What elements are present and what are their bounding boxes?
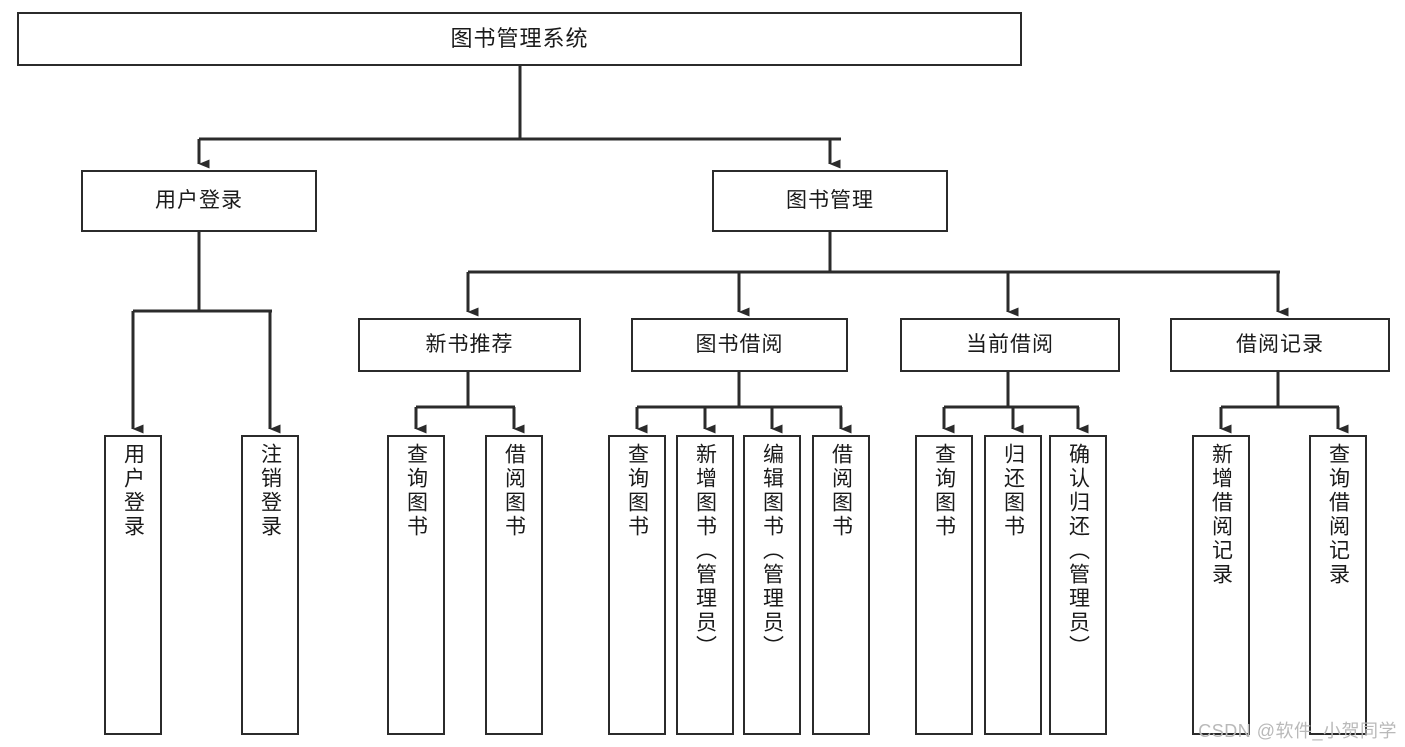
node-leaf-query-record-label: 查询借阅记录 bbox=[1326, 443, 1350, 587]
node-leaf-user-login-label: 用户登录 bbox=[121, 443, 145, 539]
node-leaf-query-book-3-label: 查询图书 bbox=[932, 443, 956, 539]
node-book-borrow[interactable]: 图书借阅 bbox=[631, 318, 848, 372]
node-book-borrow-label: 图书借阅 bbox=[695, 333, 784, 357]
node-leaf-borrow-book-1-label: 借阅图书 bbox=[502, 443, 526, 539]
watermark-text: CSDN @软件_小贺同学 bbox=[1198, 721, 1397, 741]
node-new-book-recommend-label: 新书推荐 bbox=[425, 333, 514, 357]
node-user-login-label: 用户登录 bbox=[155, 189, 243, 213]
node-leaf-add-record-label: 新增借阅记录 bbox=[1209, 443, 1233, 587]
node-book-manage[interactable]: 图书管理 bbox=[712, 170, 948, 232]
node-leaf-user-login[interactable]: 用户登录 bbox=[104, 435, 162, 735]
node-leaf-query-book-1-label: 查询图书 bbox=[404, 443, 428, 539]
node-borrow-record-label: 借阅记录 bbox=[1236, 333, 1324, 357]
node-book-manage-label: 图书管理 bbox=[786, 189, 874, 213]
node-leaf-query-book-1[interactable]: 查询图书 bbox=[387, 435, 445, 735]
node-leaf-query-book-2[interactable]: 查询图书 bbox=[608, 435, 666, 735]
node-leaf-logout[interactable]: 注销登录 bbox=[241, 435, 299, 735]
node-leaf-borrow-book-2-label: 借阅图书 bbox=[829, 443, 853, 539]
node-leaf-query-book-2-label: 查询图书 bbox=[625, 443, 649, 539]
node-leaf-confirm-return-label: 确认归还（管理员） bbox=[1066, 443, 1090, 659]
node-leaf-borrow-book-2[interactable]: 借阅图书 bbox=[812, 435, 870, 735]
node-leaf-edit-book[interactable]: 编辑图书（管理员） bbox=[743, 435, 801, 735]
node-leaf-query-book-3[interactable]: 查询图书 bbox=[915, 435, 973, 735]
node-leaf-borrow-book-1[interactable]: 借阅图书 bbox=[485, 435, 543, 735]
node-leaf-logout-label: 注销登录 bbox=[258, 443, 282, 539]
node-leaf-add-book[interactable]: 新增图书（管理员） bbox=[676, 435, 734, 735]
node-current-borrow-label: 当前借阅 bbox=[966, 333, 1054, 357]
node-current-borrow[interactable]: 当前借阅 bbox=[900, 318, 1120, 372]
node-root[interactable]: 图书管理系统 bbox=[17, 12, 1022, 66]
node-leaf-add-book-label: 新增图书（管理员） bbox=[693, 443, 717, 659]
node-leaf-edit-book-label: 编辑图书（管理员） bbox=[760, 443, 784, 659]
node-leaf-return-book-label: 归还图书 bbox=[1001, 443, 1025, 539]
node-leaf-return-book[interactable]: 归还图书 bbox=[984, 435, 1042, 735]
node-user-login[interactable]: 用户登录 bbox=[81, 170, 317, 232]
node-new-book-recommend[interactable]: 新书推荐 bbox=[358, 318, 581, 372]
node-leaf-confirm-return[interactable]: 确认归还（管理员） bbox=[1049, 435, 1107, 735]
node-leaf-query-record[interactable]: 查询借阅记录 bbox=[1309, 435, 1367, 735]
node-root-label: 图书管理系统 bbox=[450, 25, 589, 51]
node-leaf-add-record[interactable]: 新增借阅记录 bbox=[1192, 435, 1250, 735]
node-borrow-record[interactable]: 借阅记录 bbox=[1170, 318, 1390, 372]
